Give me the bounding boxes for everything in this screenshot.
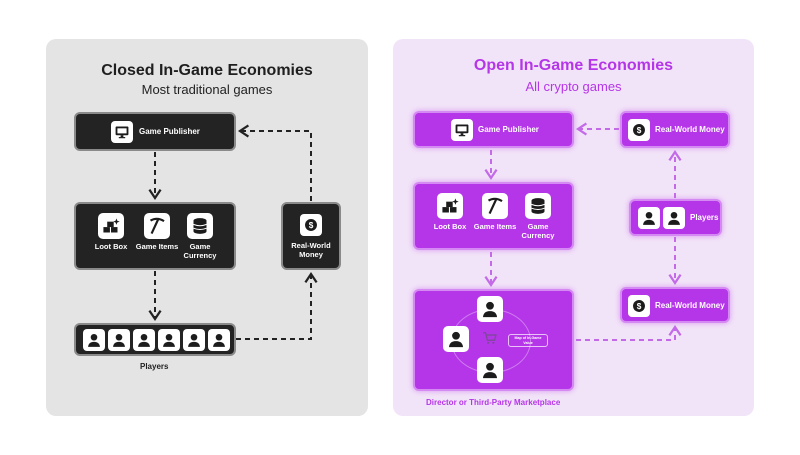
closed-real-world-money-box: Real-World Money <box>281 202 341 270</box>
open-real-world-money-top-label: Real-World Money <box>655 125 725 134</box>
user-icon <box>477 296 503 322</box>
closed-loot-box-label: Loot Box <box>94 242 128 251</box>
dollar-coin-icon <box>628 295 650 317</box>
user-icon <box>663 207 685 229</box>
user-icon <box>638 207 660 229</box>
open-marketplace-label: Director or Third-Party Marketplace <box>426 398 561 407</box>
coin-stack-icon <box>187 213 213 239</box>
open-game-publisher-box: Game Publisher <box>413 111 574 148</box>
coin-stack-icon <box>525 193 551 219</box>
open-loot-box-label: Loot Box <box>433 222 467 231</box>
marketplace-chip-label: Map of In-Game Value <box>514 336 542 345</box>
dollar-coin-icon <box>300 214 322 236</box>
closed-economies-subtitle: Most traditional games <box>141 82 273 97</box>
user-icon <box>83 329 105 351</box>
monitor-icon <box>451 119 473 141</box>
user-icon <box>208 329 230 351</box>
loot-box-icon <box>98 213 124 239</box>
open-game-publisher-label: Game Publisher <box>478 125 539 134</box>
closed-players-label: Players <box>140 362 169 371</box>
open-real-world-money-bottom-label: Real-World Money <box>655 301 725 310</box>
open-economies-subtitle: All crypto games <box>525 79 622 94</box>
monitor-icon <box>111 121 133 143</box>
user-icon <box>158 329 180 351</box>
closed-game-publisher-box: Game Publisher <box>74 112 236 151</box>
closed-game-currency-label: Game Currency <box>183 242 217 260</box>
closed-economies-title: Closed In-Game Economies <box>101 62 313 79</box>
open-game-assets-box: Loot Box Game Items Game Currency <box>413 182 574 250</box>
closed-real-world-money-label: Real-World Money <box>291 241 331 259</box>
marketplace-chip: Map of In-Game Value <box>508 334 548 347</box>
open-game-currency-label: Game Currency <box>521 222 555 240</box>
open-economies-title: Open In-Game Economies <box>473 57 674 74</box>
dollar-coin-icon <box>628 119 650 141</box>
user-icon <box>133 329 155 351</box>
closed-game-items-label: Game Items <box>135 242 179 251</box>
closed-players-box <box>74 323 236 356</box>
user-icon <box>477 357 503 383</box>
open-players-box: Players <box>629 199 722 236</box>
user-icon <box>183 329 205 351</box>
open-game-items-label: Game Items <box>473 222 517 231</box>
open-real-world-money-bottom-box: Real-World Money <box>620 287 730 323</box>
shopping-cart-icon <box>481 329 499 347</box>
pickaxe-icon <box>482 193 508 219</box>
user-icon <box>443 326 469 352</box>
pickaxe-icon <box>144 213 170 239</box>
closed-game-publisher-label: Game Publisher <box>139 127 200 136</box>
closed-game-assets-box: Loot Box Game Items Game Currency <box>74 202 236 270</box>
open-players-label: Players <box>690 213 719 222</box>
loot-box-icon <box>437 193 463 219</box>
open-marketplace-box: Map of In-Game Value <box>413 289 574 391</box>
open-real-world-money-top-box: Real-World Money <box>620 111 730 148</box>
user-icon <box>108 329 130 351</box>
